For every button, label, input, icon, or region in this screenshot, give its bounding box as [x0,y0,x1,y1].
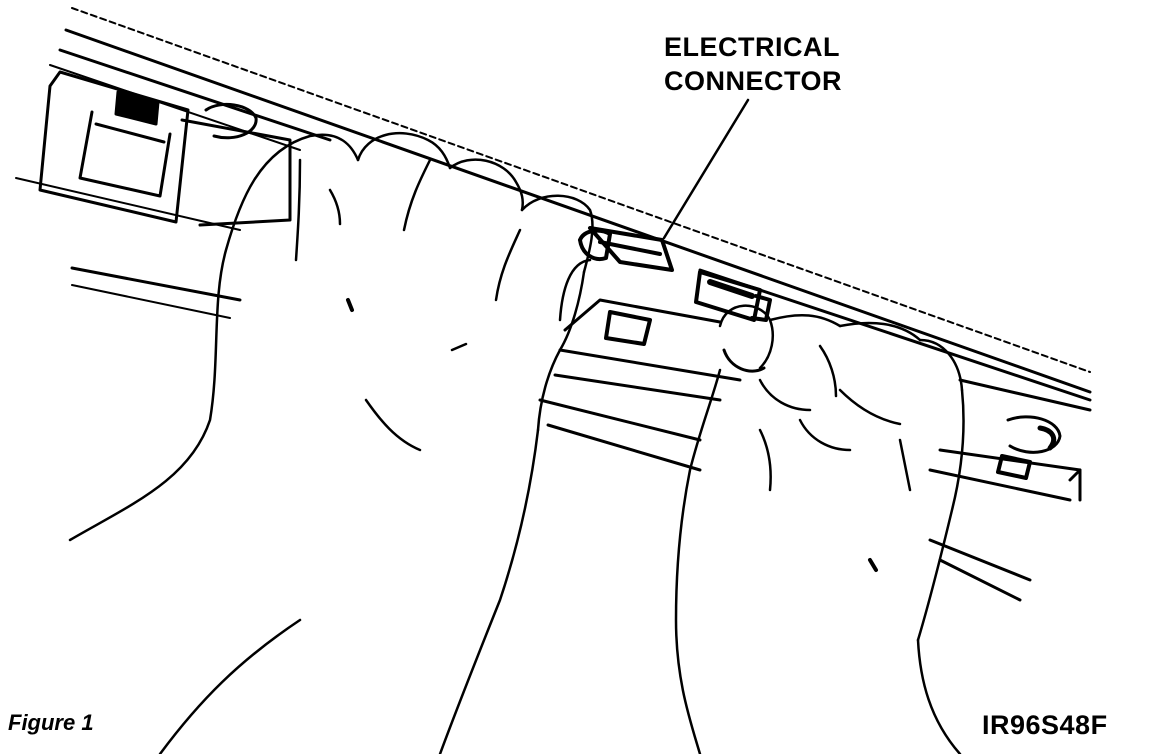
callout-leader-line [662,98,750,240]
electrical-connector [578,226,772,322]
callout-line-2: CONNECTOR [664,66,843,96]
right-hand [674,304,965,754]
right-panel-section [928,378,1092,602]
left-clip-bracket [38,70,292,227]
left-hand [68,131,594,754]
callout-line-1: ELECTRICAL [664,32,840,62]
figure-code: IR96S48F [982,710,1108,740]
lower-panel-rails [538,298,742,472]
figure-caption: Figure 1 [8,710,94,735]
electrical-connector-label: ELECTRICAL CONNECTOR [664,30,842,98]
